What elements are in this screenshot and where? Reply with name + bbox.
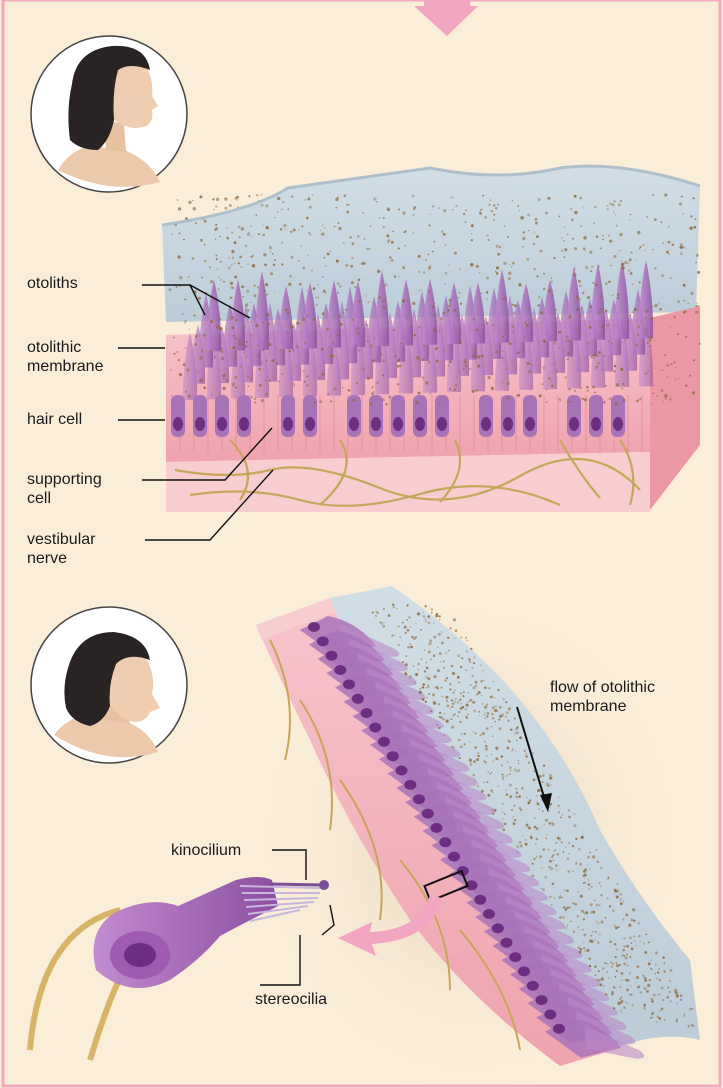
top-arrow (414, 0, 478, 36)
kinocilium (270, 884, 324, 885)
head-upright-icon (31, 36, 187, 192)
label-hair-cell: hair cell (27, 410, 82, 429)
label-vestibular-nerve: vestibular nerve (27, 530, 95, 568)
label-stereocilia: stereocilia (255, 990, 327, 1009)
label-otoliths: otoliths (27, 274, 78, 293)
label-otolithic-membrane: otolithic membrane (27, 338, 103, 376)
label-kinocilium: kinocilium (171, 841, 241, 860)
label-supporting-cell: supporting cell (27, 470, 102, 508)
epithelium-side (650, 306, 700, 510)
tilted-macula-block (240, 580, 700, 1088)
label-flow: flow of otolithic membrane (550, 678, 655, 716)
basement-layer (166, 452, 650, 512)
head-tilted-icon (31, 607, 187, 763)
